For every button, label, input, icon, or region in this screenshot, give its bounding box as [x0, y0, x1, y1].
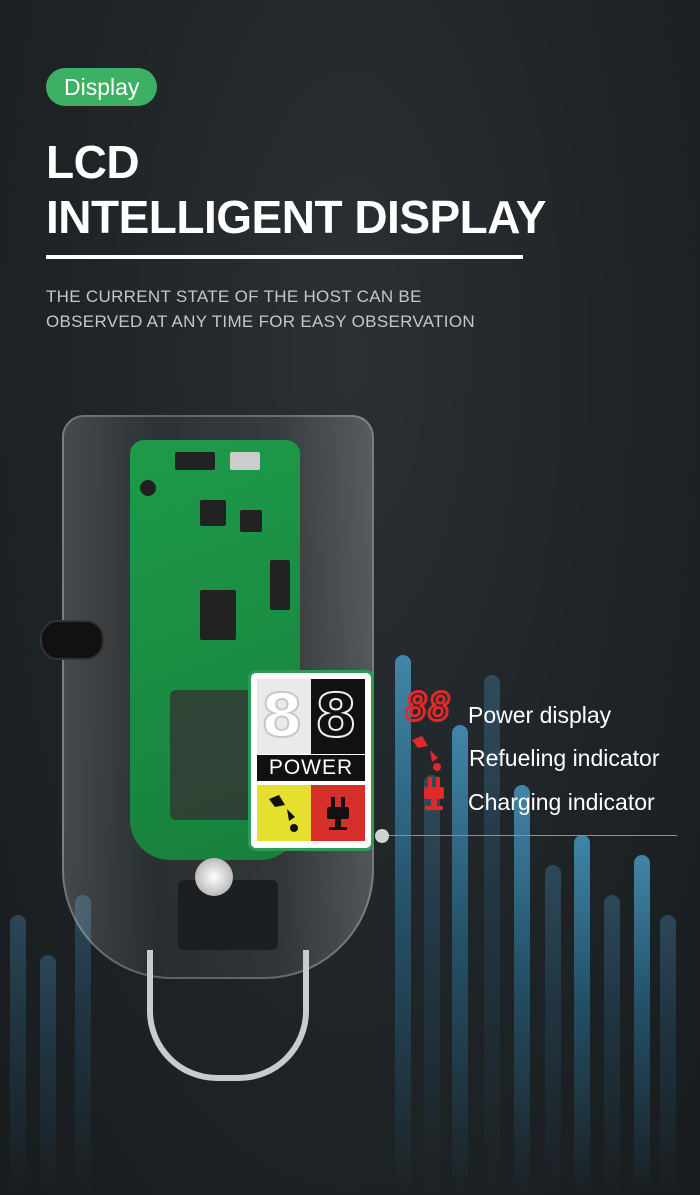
subtitle-line-1: THE CURRENT STATE OF THE HOST CAN BE — [46, 287, 422, 306]
hanging-loop — [147, 950, 309, 1081]
refuel-icon — [257, 785, 311, 841]
legend-power-display: Power display — [468, 702, 612, 728]
legend-charging-indicator: Charging indicator — [468, 789, 655, 815]
plug-icon — [424, 777, 444, 810]
svg-text:88: 88 — [405, 688, 451, 724]
heading-divider — [46, 255, 523, 259]
lcd-digit-left: 8 — [260, 681, 304, 751]
plug-icon — [311, 785, 365, 841]
motor-knob — [195, 858, 233, 896]
subtitle-line-2: OBSERVED AT ANY TIME FOR EASY OBSERVATIO… — [46, 312, 475, 331]
pointer-dot — [375, 829, 389, 843]
heading-line-1: LCD — [46, 136, 140, 188]
heading-line-2: INTELLIGENT DISPLAY — [46, 191, 546, 243]
lcd-display: 8 8 POWER — [248, 670, 374, 851]
oil-drop-icon — [412, 736, 441, 771]
pointer-line — [389, 835, 677, 836]
digit-88-icon: 88 — [405, 688, 452, 724]
background-bars — [0, 560, 700, 1195]
power-switch — [40, 620, 104, 660]
lcd-digit-right: 8 — [314, 681, 358, 751]
lcd-shadow — [170, 690, 260, 820]
connector-block — [178, 880, 278, 950]
legend-refueling-indicator: Refueling indicator — [469, 745, 660, 771]
lcd-power-label: POWER — [257, 755, 365, 781]
section-badge: Display — [46, 68, 158, 106]
